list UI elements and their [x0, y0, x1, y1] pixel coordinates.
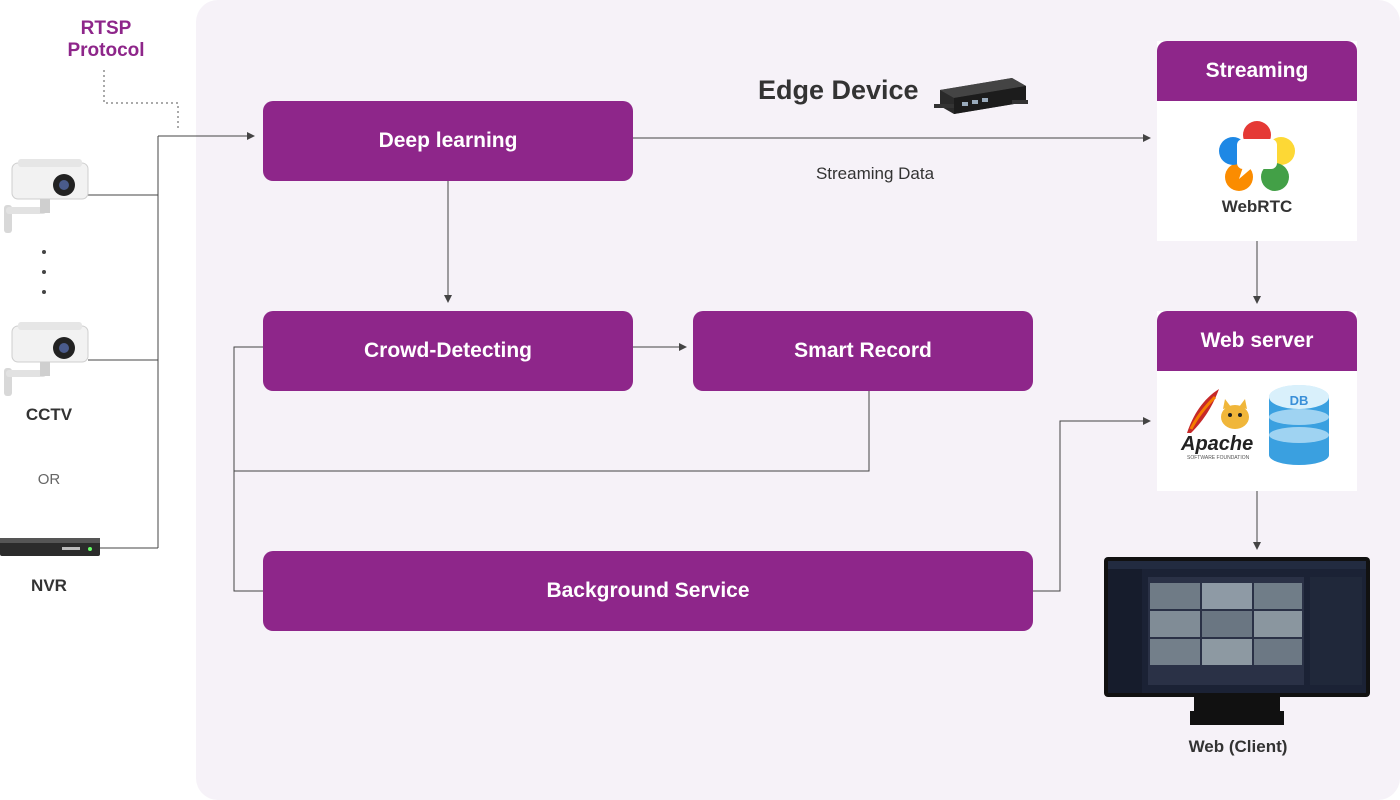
- cctv-camera-icon: [4, 322, 89, 396]
- nvr-label: NVR: [31, 576, 67, 595]
- apache-label: Apache: [1181, 433, 1254, 455]
- cctv-camera-icon: [4, 159, 89, 233]
- db-label: DB: [1289, 393, 1309, 408]
- web-server-title: Web server: [1157, 311, 1357, 371]
- more-cameras-dots: [40, 250, 48, 294]
- crowd-detecting-box: Crowd-Detecting: [263, 311, 633, 391]
- webrtc-label: WebRTC: [1221, 197, 1293, 216]
- edge-device-title: Edge Device: [758, 75, 919, 105]
- web-server-card: Web server Apache SOFTWARE FOUNDATION DB: [1157, 311, 1357, 491]
- webrtc-logo-icon: [1219, 121, 1295, 191]
- apache-sub-label: SOFTWARE FOUNDATION: [1187, 455, 1250, 461]
- nvr-device-icon: [0, 538, 100, 556]
- cctv-label: CCTV: [25, 405, 73, 424]
- deep-learning-box: Deep learning: [263, 101, 633, 181]
- web-client-label: Web (Client): [1188, 737, 1288, 756]
- database-icon: [1269, 385, 1329, 465]
- or-label: OR: [37, 471, 61, 488]
- streaming-card: Streaming WebRTC: [1157, 41, 1357, 241]
- rtsp-protocol-label: RTSP Protocol: [67, 18, 145, 61]
- edge-device-icon: [934, 78, 1028, 114]
- smart-record-box: Smart Record: [693, 311, 1033, 391]
- streaming-title: Streaming: [1157, 41, 1357, 101]
- client-monitor-icon: [1104, 557, 1370, 725]
- background-service-box: Background Service: [263, 551, 1033, 631]
- apache-feather-tomcat-icon: [1187, 389, 1249, 433]
- streaming-data-label: Streaming Data: [815, 164, 935, 183]
